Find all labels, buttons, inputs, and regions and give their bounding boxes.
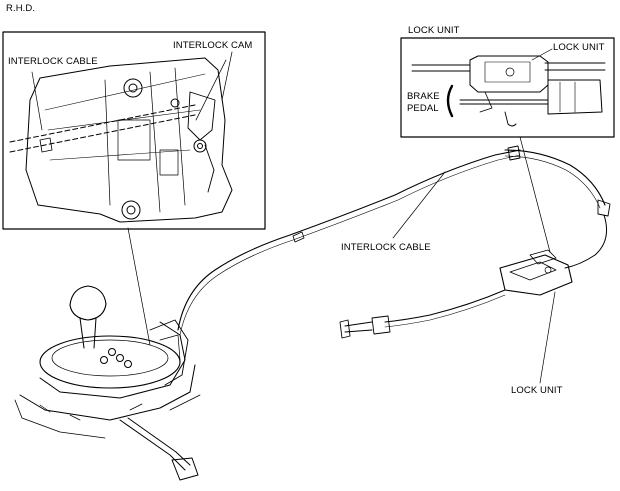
lock-unit-main: [339, 249, 573, 339]
interlock-cable: [177, 145, 611, 336]
shift-lever-assembly: [14, 285, 201, 481]
inset-right-detail: [400, 37, 615, 138]
variant-label: R.H.D.: [6, 3, 36, 14]
leader-lines: [127, 136, 556, 384]
inset-interlock-cam-label: INTERLOCK CAM: [173, 40, 253, 51]
main-lock-unit-label: LOCK UNIT: [511, 385, 563, 396]
main-interlock-cable-label: INTERLOCK CABLE: [341, 242, 431, 253]
brake-pedal-label-line2: PEDAL: [407, 103, 439, 114]
inset-lock-unit-label: LOCK UNIT: [553, 42, 605, 53]
inset-interlock-cable-label: INTERLOCK CABLE: [8, 56, 98, 67]
inset-lock-unit-title: LOCK UNIT: [408, 25, 460, 36]
brake-pedal-label-line1: BRAKE: [407, 91, 440, 102]
inset-left-detail: [2, 31, 266, 230]
